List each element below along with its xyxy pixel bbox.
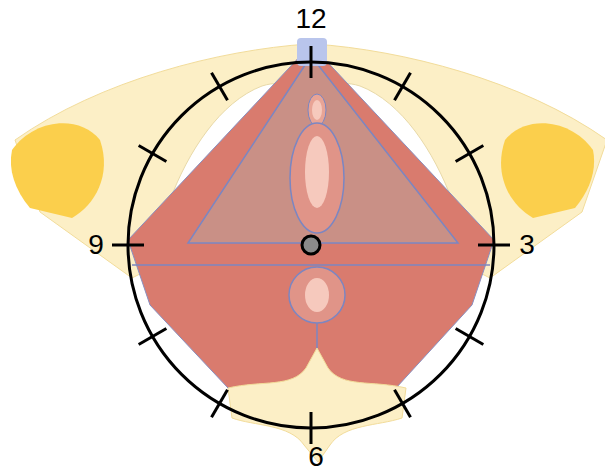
clock-number: 12 — [295, 5, 326, 33]
clock-number: 6 — [308, 443, 324, 471]
vagina — [290, 123, 344, 233]
clock-tick — [478, 244, 510, 247]
clock-ticks — [112, 46, 510, 444]
clock-tick — [395, 73, 411, 101]
clock-tick — [456, 146, 484, 162]
urogenital-triangle — [188, 56, 458, 243]
anus — [289, 267, 345, 323]
urethra — [312, 100, 322, 120]
vagina — [305, 136, 329, 208]
pelvic-floor-muscle — [128, 52, 494, 388]
transverse-line — [132, 264, 490, 266]
clock-tick — [139, 329, 167, 345]
clock-tick — [139, 146, 167, 162]
clock-tick — [112, 244, 144, 247]
anus — [305, 278, 329, 312]
clock-number: 3 — [519, 231, 535, 259]
clock-number: 9 — [88, 231, 104, 259]
urethra — [308, 94, 326, 126]
clock-tick — [395, 390, 411, 418]
ischial-tuberosity — [11, 123, 104, 218]
ischial-tuberosity — [501, 123, 594, 218]
clock-tick — [212, 73, 228, 101]
center-dot — [302, 236, 320, 254]
clock-tick — [310, 46, 313, 78]
clock-tick — [310, 412, 313, 444]
clock-tick — [456, 329, 484, 345]
clock-tick — [212, 390, 228, 418]
clock-circle — [128, 62, 494, 428]
